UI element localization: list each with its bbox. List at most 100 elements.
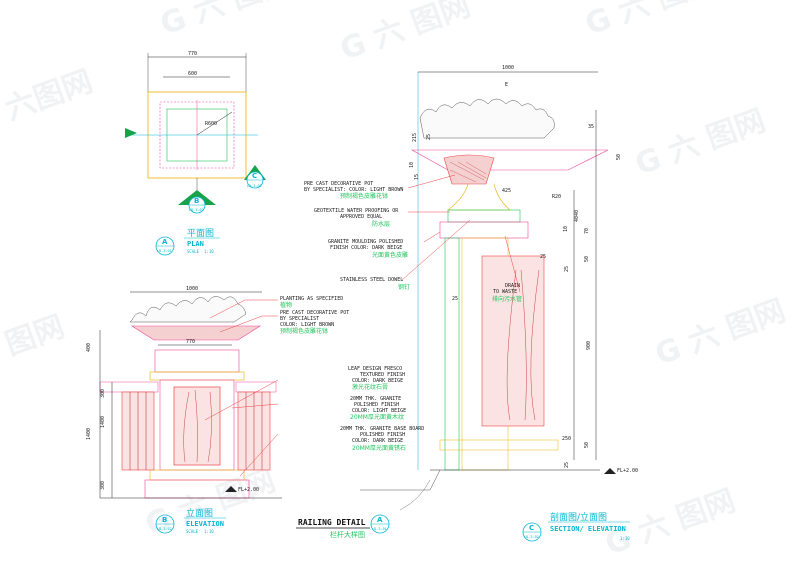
elev-note-2-en3: COLOR: LIGHT BROWN <box>280 322 334 328</box>
elev-note-3-en3: COLOR: DARK BEIGE <box>352 378 403 384</box>
sect-note-4-en: STAINLESS STEEL DOWEL <box>340 277 403 283</box>
sect-dim-25a: 25 <box>426 134 432 140</box>
sect-dim-e: E <box>505 82 508 88</box>
elev-note-5-en2: POLISHED FINISH <box>360 432 405 438</box>
elev-note-1-cn: 植物 <box>280 301 292 309</box>
plan-title-en: PLAN <box>187 240 204 248</box>
elev-note-4-en2: POLISHED FINISH <box>354 402 399 408</box>
sect-dim-50c: 50 <box>584 442 590 448</box>
level-marker-icon <box>225 486 237 492</box>
elev-dim-pot: 770 <box>186 339 195 345</box>
elev-note-4-en: 20MM THK. GRANITE <box>350 396 401 402</box>
railing-detail-title: RAILING DETAIL 栏杆大样图 A LD-3.01 <box>296 514 390 539</box>
elev-scale-label: SCALE <box>186 529 199 534</box>
sect-dim-25e: 25 <box>564 462 570 468</box>
section-pot-rim <box>410 149 609 171</box>
elev-note-3-en: LEAF DESIGN FRESCO <box>348 366 402 372</box>
plan-tag-c-ref: LD-3.02 <box>247 184 262 188</box>
sect-note-5-en2: TO WASTE <box>493 289 517 295</box>
sect-note-5-en: DRAIN <box>505 283 520 289</box>
svg-text:G 六 图网: G 六 图网 <box>156 0 295 43</box>
elev-dim-top: 1000 <box>186 286 198 292</box>
railing-tag-letter: A <box>377 516 383 524</box>
sect-dim-50b: 50 <box>584 256 590 262</box>
section-planting-icon <box>419 98 555 139</box>
section-pot-body <box>443 154 495 185</box>
elev-note-4-cn: 20MM厚光面黄木纹 <box>350 413 404 421</box>
sect-dim-900: 900 <box>586 341 592 350</box>
sect-dim-r20: R20 <box>552 194 561 200</box>
railing-title-cn: 栏杆大样图 <box>330 530 365 539</box>
sect-dim-215: 215 <box>412 133 418 142</box>
sect-note-2-en: GEOTEXTILE WATER PROOFING OR <box>314 208 399 214</box>
sect-dim-top: 1000 <box>502 65 514 71</box>
sect-dim-15: 15 <box>414 174 420 180</box>
sect-scale-value: 1:10 <box>620 536 630 541</box>
plan-title-cn: 平面图 <box>187 228 214 239</box>
elev-note-2-en2: BY SPECIALIST <box>280 316 319 322</box>
svg-text:G 六 图网: G 六 图网 <box>601 483 740 562</box>
sect-dim-35: 35 <box>588 124 594 130</box>
decorative-pot <box>130 325 262 341</box>
elev-title-tag-ref: LD-3.02 <box>157 527 172 531</box>
sect-dim-25c: 25 <box>564 266 570 272</box>
section-arrow-icon <box>125 128 137 138</box>
plan-view: 770 600 R600 B LD-3.02 C LD-3.02 A LD-3.… <box>125 51 266 256</box>
sect-note-2-en2: APPROVED EQUAL <box>340 214 382 220</box>
sect-dim-50a: 50 <box>616 154 622 160</box>
sect-note-1-en: PRE CAST DECORATIVE POT <box>304 181 373 187</box>
sect-dim-250: 250 <box>562 436 571 442</box>
elev-title-cn: 立面图 <box>186 507 213 519</box>
svg-text:图网: 图网 <box>1 309 69 362</box>
elevation-view: 1000 770 400 1400 1400 300 300 <box>86 286 424 534</box>
elev-dim-left-3: 300 <box>100 389 106 398</box>
elev-title-tag-letter: B <box>162 516 167 524</box>
sect-dim-425: 425 <box>502 188 511 194</box>
railing-title-en: RAILING DETAIL <box>298 518 366 527</box>
svg-text:G 六 图网: G 六 图网 <box>651 293 790 372</box>
sect-fl-label: FL+2.00 <box>617 468 638 474</box>
elev-note-5-en3: COLOR: DARK BEIGE <box>352 438 403 444</box>
sect-note-3-cn: 光面黄色皮雕 <box>372 251 408 259</box>
elev-dim-left-1: 400 <box>86 343 92 352</box>
svg-text:六图网: 六图网 <box>1 64 98 128</box>
plan-dim-inner: 600 <box>188 71 197 77</box>
elev-note-5-cn: 20MM厚光面黄锈石 <box>352 444 406 452</box>
plan-tag-b-letter: B <box>194 197 199 205</box>
elev-note-2-cn: 预制褐色皮雕花钵 <box>280 327 328 335</box>
sect-title-tag-ref: LD-3.02 <box>524 535 539 539</box>
sect-note-3-en2: FINISH COLOR: DARK BEIGE <box>330 245 402 251</box>
elev-note-3-en2: TEXTURED FINISH <box>360 372 405 378</box>
sect-note-3-en: GRANITE MOULDING POLISHED <box>328 239 403 245</box>
elev-note-2-en: PRE CAST DECORATIVE POT <box>280 310 349 316</box>
railing-tag-ref: LD-3.01 <box>372 527 387 531</box>
elev-fl-label: FL+2.00 <box>238 487 259 493</box>
sect-dim-70: 70 <box>584 228 590 234</box>
plan-radius: R600 <box>205 121 217 127</box>
plan-scale-label: SCALE <box>187 249 200 254</box>
elev-dim-left-5: 300 <box>100 481 106 490</box>
elev-dim-left-2: 1400 <box>86 428 92 440</box>
sect-note-5-cn: 排向污水管 <box>492 295 522 303</box>
plan-title-tag-ref: LD-3.01 <box>157 249 172 253</box>
elev-title-en: ELEVATION <box>186 520 224 528</box>
plan-scale-value: 1:10 <box>204 249 214 254</box>
elev-note-3-cn: 激光花纹石膏 <box>352 383 388 391</box>
plan-tag-c-letter: C <box>252 172 257 180</box>
plan-title-tag-letter: A <box>162 238 168 246</box>
svg-text:G 六 图网: G 六 图网 <box>581 0 720 43</box>
section-view: 1000 E 35 50 215 10 15 25 425 R20 4040 1… <box>304 65 638 542</box>
elev-note-4-en3: COLOR: LIGHT BEIGE <box>352 408 406 414</box>
sect-dim-25d: 25 <box>452 296 458 302</box>
elev-note-5-en: 20MM THK. GRANITE BASE BOARD <box>340 426 424 432</box>
plan-dim-outer: 770 <box>188 51 197 57</box>
sect-title-tag-letter: C <box>529 524 534 532</box>
sect-note-2-cn: 防水层 <box>372 220 390 228</box>
sect-title-cn: 剖面图/立面图 <box>550 511 607 523</box>
plan-tag-b-ref: LD-3.02 <box>189 208 204 212</box>
elev-dim-left-4: 1400 <box>100 416 106 428</box>
sect-title-en: SECTION/ ELEVATION <box>550 525 626 533</box>
sect-note-1-en2: BY SPECIALIST: COLOR: LIGHT BROWN <box>304 187 403 193</box>
sect-dim-25b: 25 <box>540 254 546 260</box>
